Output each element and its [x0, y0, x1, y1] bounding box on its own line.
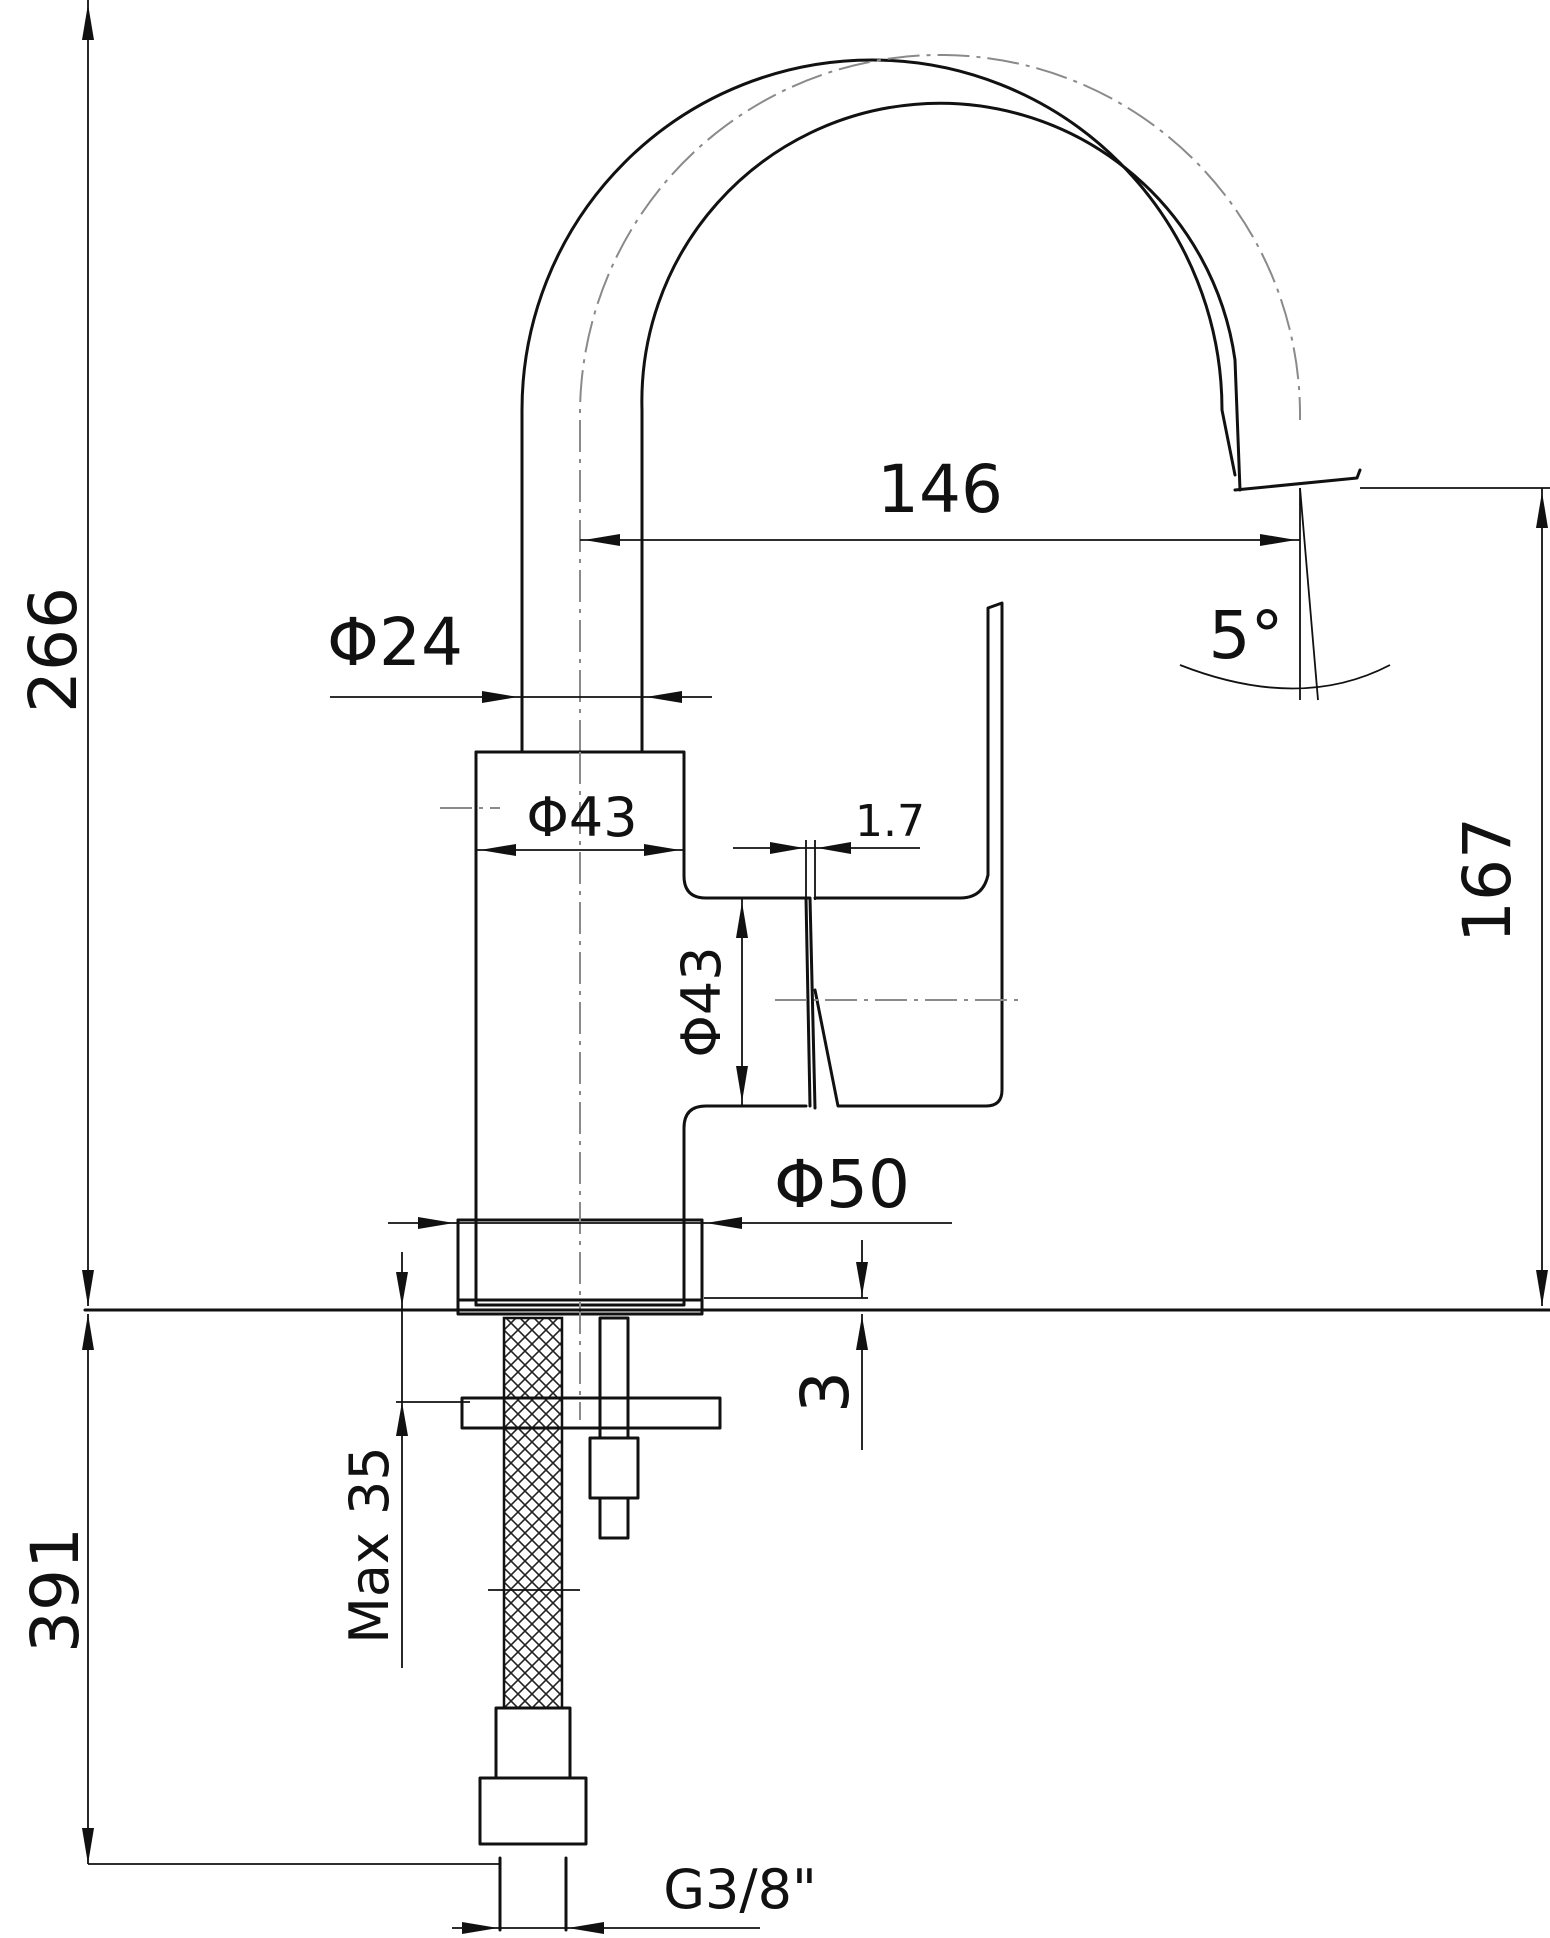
dim-hose-length: 391 — [17, 1527, 94, 1653]
mixer-body — [440, 750, 808, 1420]
dim-spout-angle: 5° — [1209, 597, 1284, 674]
dimension-lines — [82, 0, 1550, 1934]
dim-body-diameter: Φ43 — [526, 786, 637, 849]
dim-lever-hub-diameter: Φ43 — [670, 946, 733, 1057]
dim-spout-reach: 146 — [877, 451, 1003, 528]
dim-max-deck-thickness: Max 35 — [338, 1446, 401, 1644]
dim-total-height: 266 — [15, 587, 92, 713]
dim-lever-gap: 1.7 — [855, 796, 925, 847]
mounting-assembly — [460, 1316, 722, 1932]
dim-outlet-height: 167 — [1449, 817, 1526, 943]
spout — [520, 54, 1362, 754]
dim-base-diameter: Φ50 — [774, 1146, 910, 1223]
dim-spout-tube-diameter: Φ24 — [327, 604, 463, 681]
lever-handle — [775, 601, 1025, 1110]
dim-base-plate-thickness: 3 — [787, 1371, 864, 1413]
dim-hose-connection: G3/8" — [663, 1858, 817, 1921]
